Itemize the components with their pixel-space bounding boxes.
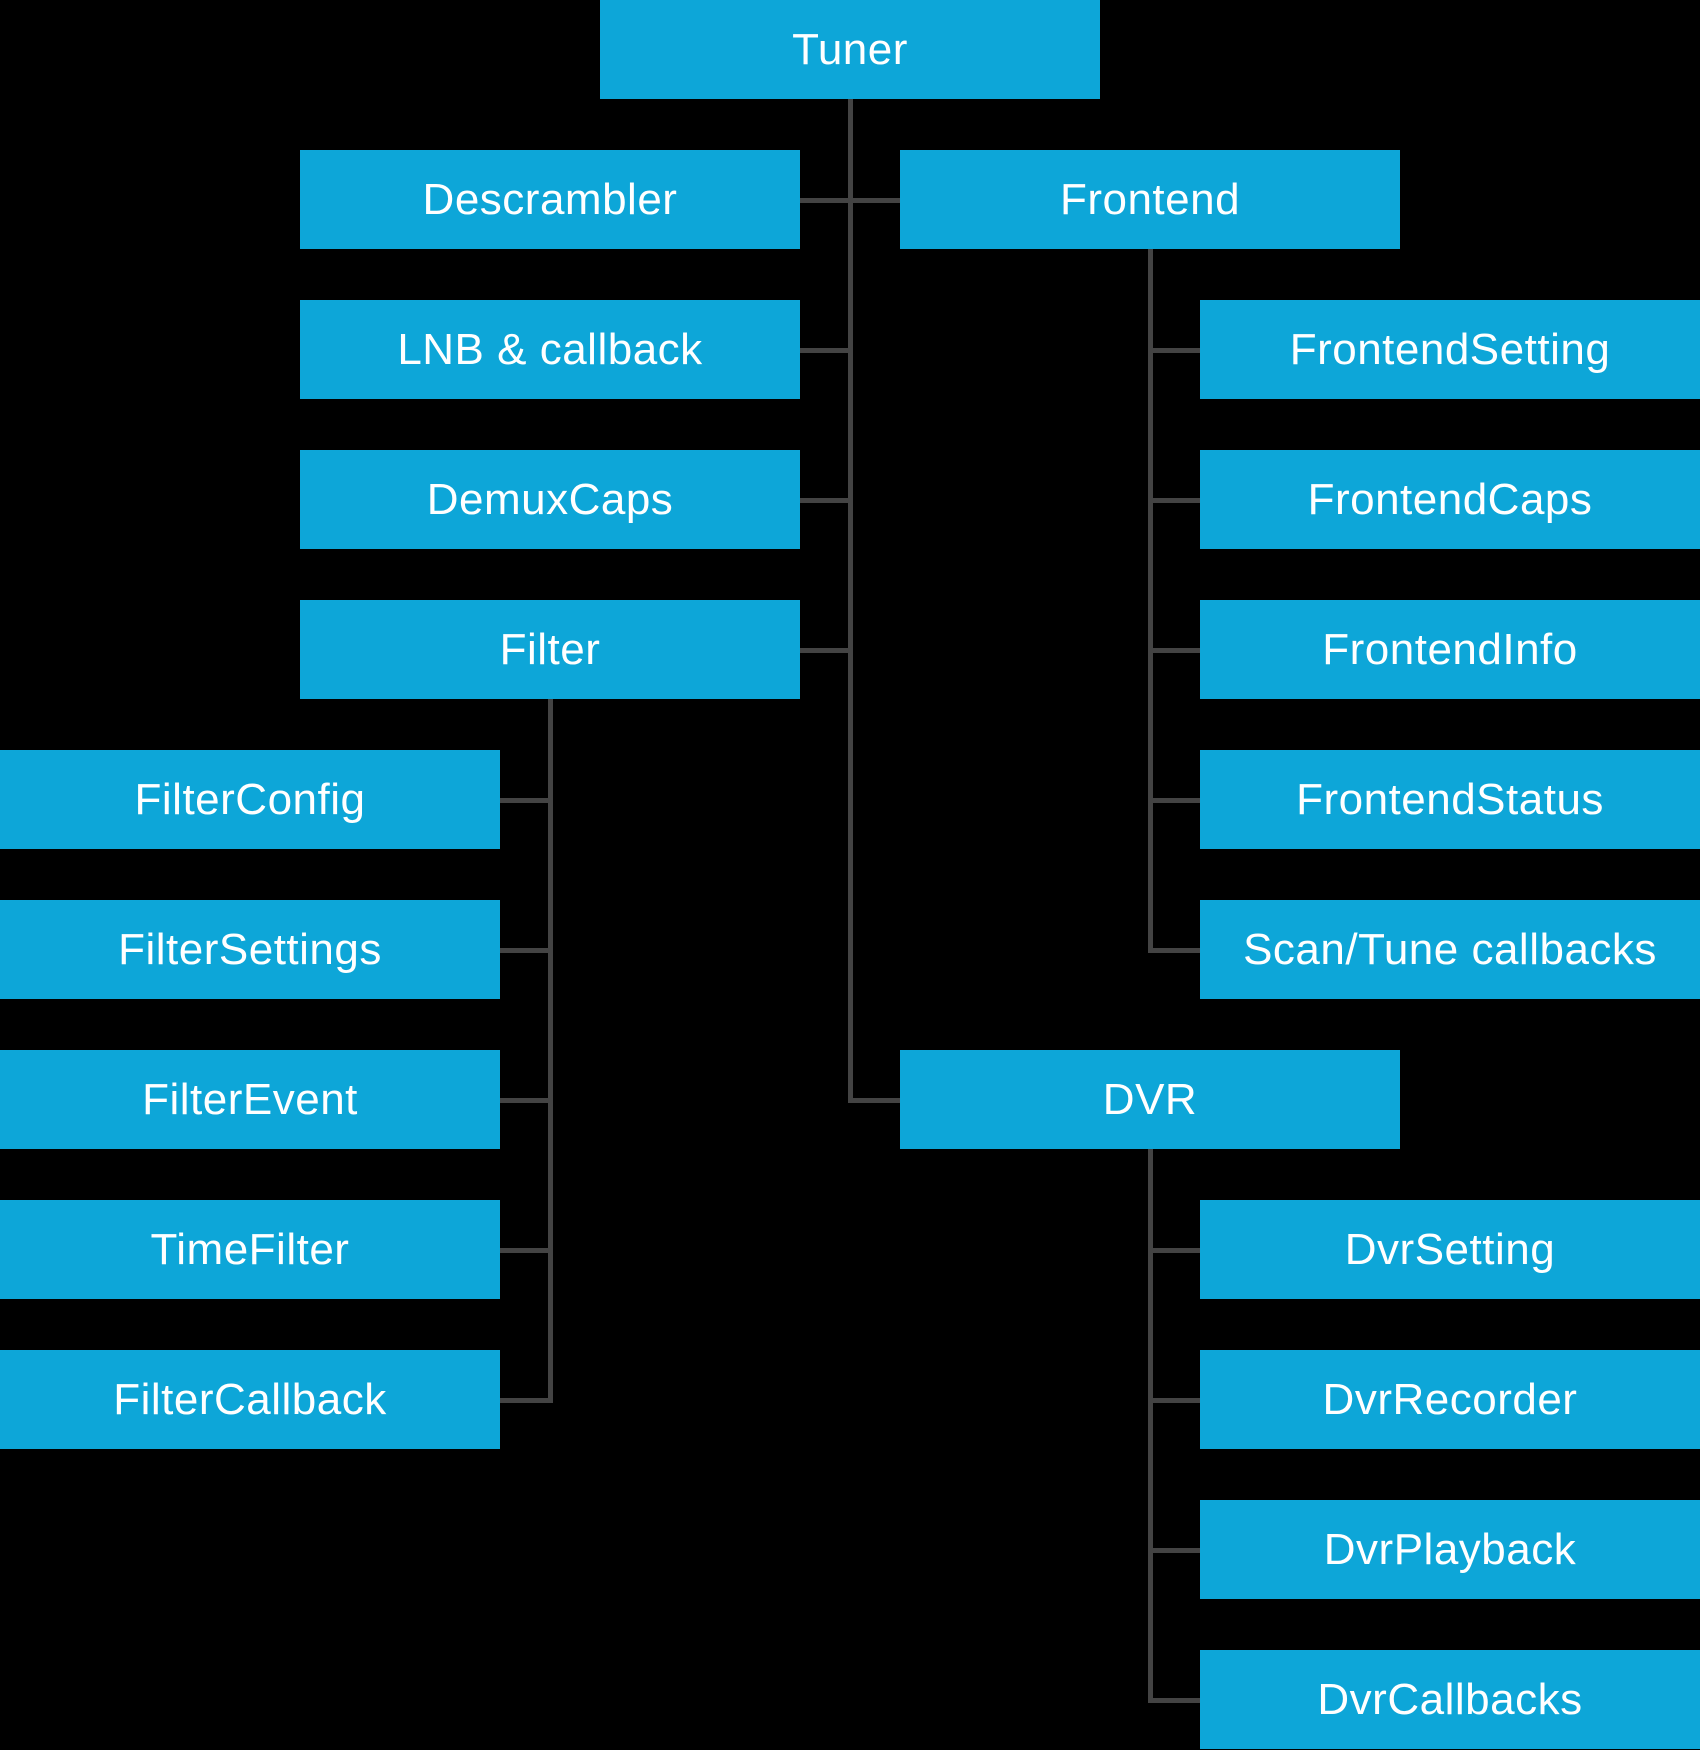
- node-label: FilterSettings: [118, 924, 382, 974]
- node-label: DvrSetting: [1344, 1224, 1556, 1274]
- connector-line: [1147, 798, 1205, 803]
- node-label: DvrPlayback: [1323, 1524, 1577, 1574]
- node-label: FrontendStatus: [1296, 774, 1604, 824]
- connector-line: [495, 948, 553, 953]
- node-dvr-setting: DvrSetting: [1200, 1200, 1700, 1299]
- node-label: DVR: [1102, 1074, 1198, 1124]
- node-dvr: DVR: [900, 1050, 1400, 1149]
- connector-line: [1147, 1548, 1205, 1553]
- node-label: Descrambler: [422, 174, 678, 224]
- node-frontend-caps: FrontendCaps: [1200, 450, 1700, 549]
- node-scan-tune-callbacks: Scan/Tune callbacks: [1200, 900, 1700, 999]
- node-frontend-setting: FrontendSetting: [1200, 300, 1700, 399]
- node-frontend-info: FrontendInfo: [1200, 600, 1700, 699]
- connector-line: [1147, 348, 1205, 353]
- connector-line: [495, 1398, 553, 1403]
- node-filter: Filter: [300, 600, 800, 699]
- node-label: Scan/Tune callbacks: [1243, 924, 1657, 974]
- connector-line: [795, 498, 853, 503]
- node-label: FilterEvent: [142, 1074, 358, 1124]
- node-time-filter: TimeFilter: [0, 1200, 500, 1299]
- node-label: DemuxCaps: [426, 474, 674, 524]
- connector-line: [795, 348, 853, 353]
- connector-line: [1147, 1145, 1153, 1703]
- node-label: LNB & callback: [397, 324, 703, 374]
- connector-line: [1147, 648, 1205, 653]
- node-filter-config: FilterConfig: [0, 750, 500, 849]
- node-label: DvrCallbacks: [1317, 1674, 1583, 1724]
- node-demux-caps: DemuxCaps: [300, 450, 800, 549]
- node-dvr-playback: DvrPlayback: [1200, 1500, 1700, 1599]
- node-label: DvrRecorder: [1322, 1374, 1578, 1424]
- connector-line: [495, 1248, 553, 1253]
- connector-line: [495, 1098, 553, 1103]
- connector-line: [1147, 1248, 1205, 1253]
- connector-line: [1147, 498, 1205, 503]
- connector-line: [847, 1098, 905, 1103]
- node-label: FrontendSetting: [1289, 324, 1611, 374]
- node-label: Frontend: [1059, 174, 1241, 224]
- node-filter-callback: FilterCallback: [0, 1350, 500, 1449]
- node-dvr-callbacks: DvrCallbacks: [1200, 1650, 1700, 1749]
- connector-line: [1147, 948, 1205, 953]
- node-filter-settings: FilterSettings: [0, 900, 500, 999]
- node-label: Filter: [499, 624, 601, 674]
- node-label: FilterConfig: [134, 774, 366, 824]
- node-label: Tuner: [792, 24, 908, 74]
- node-lnb-callback: LNB & callback: [300, 300, 800, 399]
- node-label: TimeFilter: [150, 1224, 350, 1274]
- node-dvr-recorder: DvrRecorder: [1200, 1350, 1700, 1449]
- node-frontend: Frontend: [900, 150, 1400, 249]
- connector-line: [1147, 1698, 1205, 1703]
- connector-line: [847, 95, 853, 1103]
- connector-line: [495, 798, 553, 803]
- node-label: FilterCallback: [113, 1374, 387, 1424]
- connector-line: [1147, 1398, 1205, 1403]
- node-label: FrontendCaps: [1307, 474, 1593, 524]
- node-tuner: Tuner: [600, 0, 1100, 99]
- node-frontend-status: FrontendStatus: [1200, 750, 1700, 849]
- connector-line: [1147, 245, 1153, 953]
- connector-line: [547, 695, 553, 1403]
- connector-line: [795, 198, 905, 203]
- node-filter-event: FilterEvent: [0, 1050, 500, 1149]
- node-descrambler: Descrambler: [300, 150, 800, 249]
- connector-line: [795, 648, 853, 653]
- node-label: FrontendInfo: [1322, 624, 1578, 674]
